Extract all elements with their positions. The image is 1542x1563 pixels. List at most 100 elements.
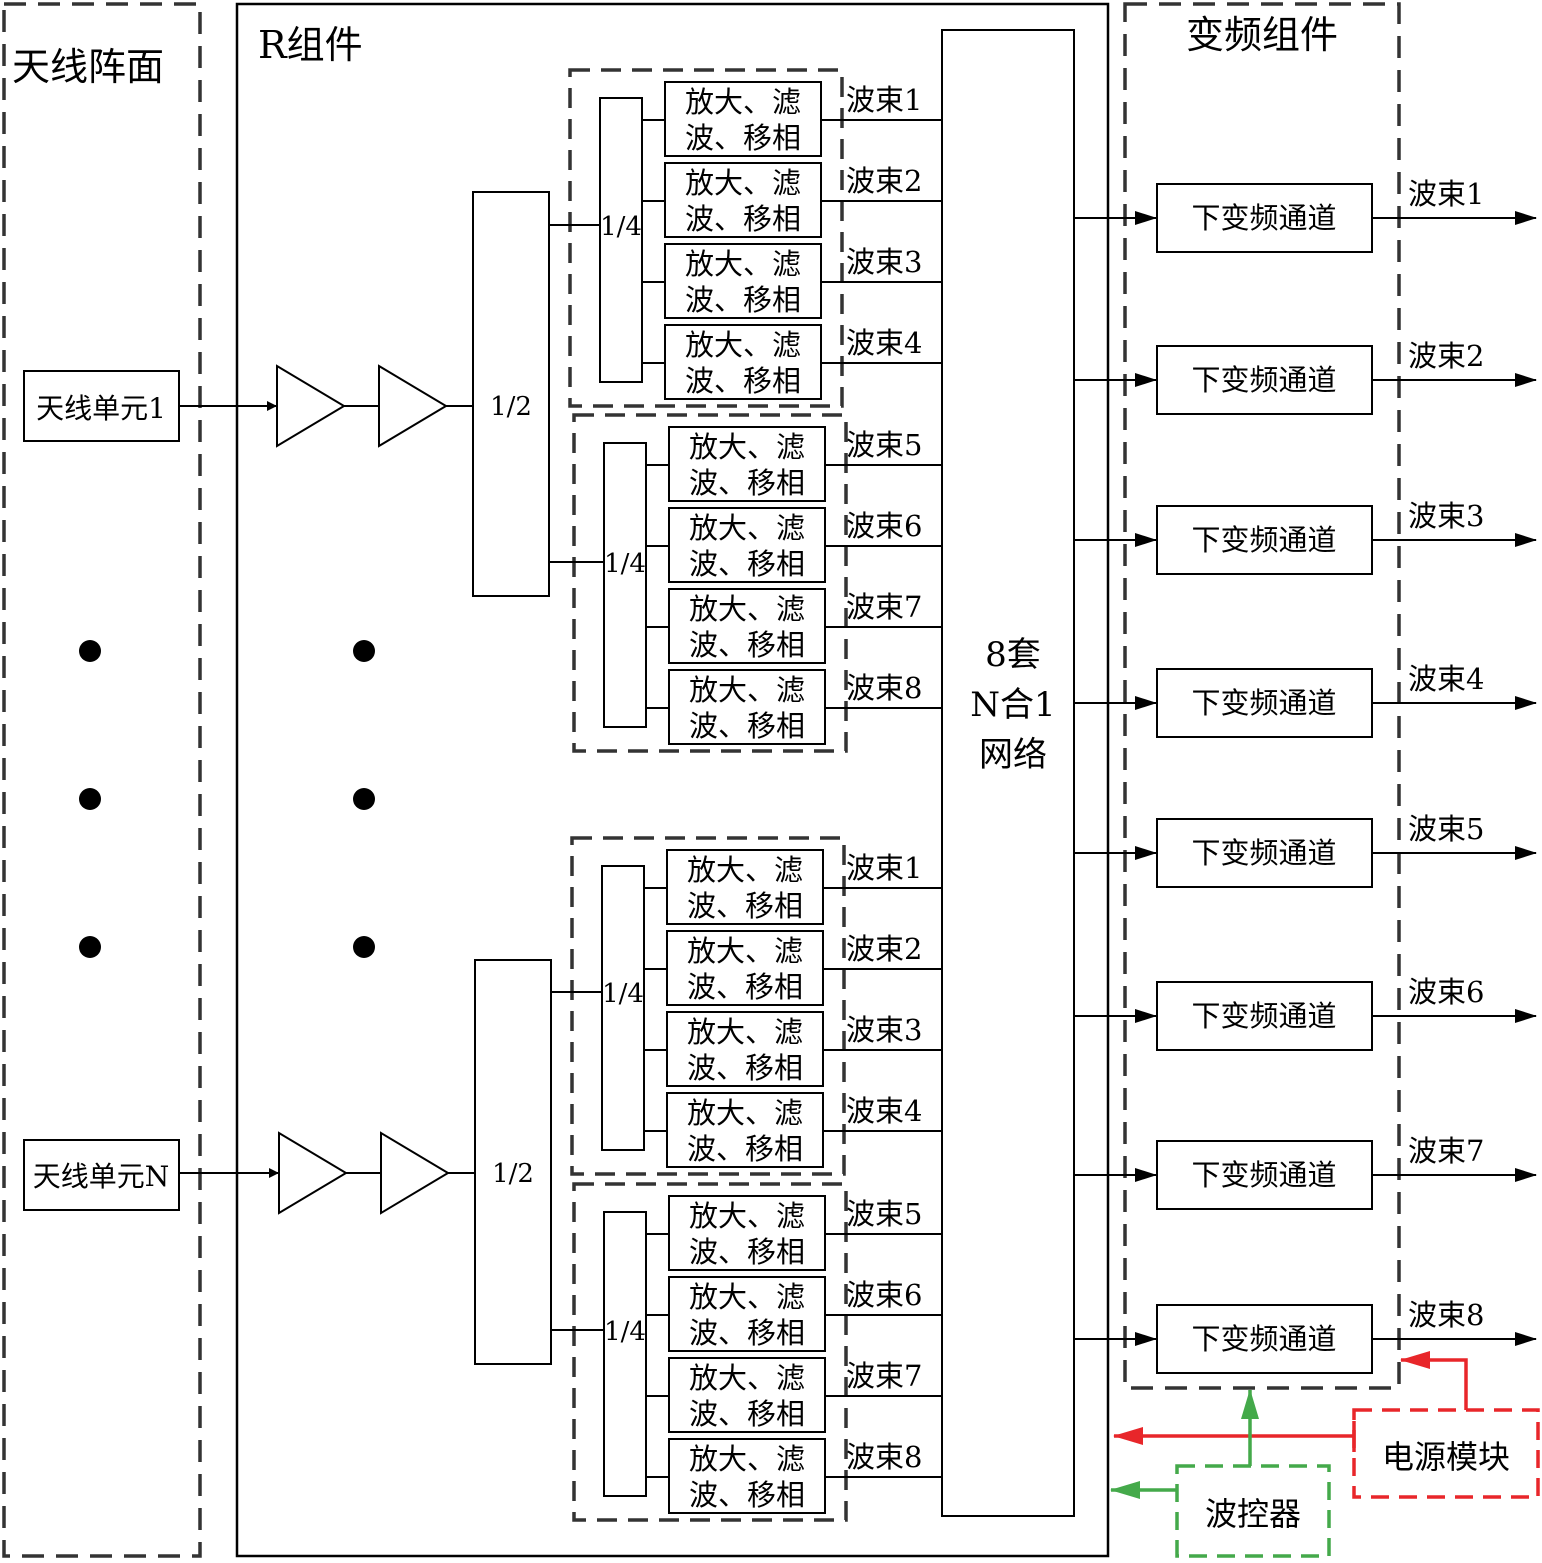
n-to-1-network-box: [941, 29, 1075, 1517]
amp-filter-phase-label-line1: 放大、滤: [689, 1199, 805, 1233]
amp-filter-phase-box: [664, 162, 822, 238]
internal-beam-label: 波束6: [846, 1278, 922, 1312]
internal-beam-label: 波束1: [846, 83, 922, 117]
amp-filter-phase-box: [668, 669, 826, 745]
splitter-quarter-label: 1/4: [602, 979, 644, 1009]
splitter-group-2: 1/4放大、滤波、移相波束5放大、滤波、移相波束6放大、滤波、移相波束7放大、滤…: [549, 413, 942, 753]
splitter-quarter-label: 1/4: [600, 212, 642, 242]
amp-filter-phase-box: [664, 81, 822, 157]
amp-filter-phase-label-line2: 波、移相: [689, 709, 805, 743]
amp-filter-phase-label-line1: 放大、滤: [689, 673, 805, 707]
amp-filter-phase-box: [668, 1357, 826, 1433]
amp-filter-phase-label-line2: 波、移相: [687, 970, 803, 1004]
amp-filter-phase-box: [666, 1011, 824, 1087]
amp-filter-phase-label-line2: 波、移相: [687, 1051, 803, 1085]
output-beam-label: 波束7: [1408, 1134, 1484, 1168]
network-label-line3: 网络: [979, 735, 1047, 775]
downconv-channel-label: 下变频通道: [1191, 1322, 1336, 1356]
splitter-quarter-label: 1/4: [604, 1317, 646, 1347]
internal-beam-label: 波束4: [846, 1094, 922, 1128]
amp-filter-phase-label-line2: 波、移相: [689, 1316, 805, 1350]
output-beam-label: 波束6: [1408, 975, 1484, 1009]
amp-filter-phase-label-line1: 放大、滤: [689, 430, 805, 464]
splitter-group-border: [568, 68, 844, 408]
network-label-line1: 8套: [985, 635, 1041, 675]
antenna-unit-n-box: [23, 1139, 180, 1211]
ellipsis-dot-icon: [353, 936, 375, 958]
output-beam-label: 波束1: [1408, 177, 1484, 211]
amp-filter-phase-label-line1: 放大、滤: [685, 166, 801, 200]
amp-filter-phase-label-line2: 波、移相: [689, 628, 805, 662]
ellipsis-dot-icon: [353, 788, 375, 810]
downconv-channel-label: 下变频通道: [1191, 999, 1336, 1033]
power-module-label: 电源模块: [1382, 1438, 1510, 1476]
output-beam-label: 波束8: [1408, 1298, 1484, 1332]
downconv-channel-label: 下变频通道: [1191, 523, 1336, 557]
amp-filter-phase-label-line2: 波、移相: [689, 547, 805, 581]
splitter-quarter-box: [601, 865, 645, 1151]
amplifier-triangle-icon: [278, 1131, 348, 1215]
antenna-array-border: [2, 2, 202, 1558]
downconv-channel-label: 下变频通道: [1191, 836, 1336, 870]
amp-filter-phase-label-line1: 放大、滤: [689, 1361, 805, 1395]
downconv-channel-box: [1156, 1140, 1373, 1210]
amp-filter-phase-label-line1: 放大、滤: [689, 1280, 805, 1314]
amplifier-triangle-icon: [380, 1131, 450, 1215]
ellipsis-dot-icon: [79, 640, 101, 662]
amp-filter-phase-label-line2: 波、移相: [685, 202, 801, 236]
network-label-line2: N合1: [970, 685, 1055, 725]
amp-filter-phase-label-line1: 放大、滤: [687, 934, 803, 968]
splitter-group-1: 1/4放大、滤波、移相波束1放大、滤波、移相波束2放大、滤波、移相波束3放大、滤…: [549, 68, 942, 408]
internal-beam-label: 波束6: [846, 509, 922, 543]
beam-controller-label: 波控器: [1205, 1495, 1301, 1533]
amp-filter-phase-box: [668, 507, 826, 583]
antenna-array-group: 天线阵面 天线单元1 天线单元N: [2, 2, 202, 1558]
amp-filter-phase-label-line1: 放大、滤: [687, 853, 803, 887]
amp-filter-phase-label-line2: 波、移相: [689, 1478, 805, 1512]
r-module-border: [235, 2, 1110, 1558]
amplifier-triangle-icon: [378, 364, 448, 448]
internal-beam-label: 波束8: [846, 671, 922, 705]
internal-beam-label: 波束7: [846, 590, 922, 624]
amp-filter-phase-label-line1: 放大、滤: [687, 1096, 803, 1130]
amp-filter-phase-label-line2: 波、移相: [685, 364, 801, 398]
splitter-half-box: [472, 191, 550, 597]
r-module-title: R组件: [258, 23, 363, 67]
downconv-channel-box: [1156, 345, 1373, 415]
amp-filter-phase-box: [666, 930, 824, 1006]
internal-beam-label: 波束5: [846, 428, 922, 462]
splitter-groups: 1/4放大、滤波、移相波束1放大、滤波、移相波束2放大、滤波、移相波束3放大、滤…: [549, 68, 942, 1522]
amp-filter-phase-label-line1: 放大、滤: [685, 247, 801, 281]
internal-beam-label: 波束5: [846, 1197, 922, 1231]
amplifier-triangle-icon: [276, 364, 346, 448]
amp-filter-phase-label-line1: 放大、滤: [689, 592, 805, 626]
conversion-module-border: [1123, 2, 1401, 1390]
amp-filter-phase-label-line1: 放大、滤: [685, 328, 801, 362]
amp-filter-phase-box: [668, 588, 826, 664]
output-beam-label: 波束3: [1408, 499, 1484, 533]
amp-filter-phase-label-line2: 波、移相: [685, 121, 801, 155]
amp-filter-phase-label-line2: 波、移相: [689, 1235, 805, 1269]
internal-beam-label: 波束2: [846, 932, 922, 966]
downconv-channel-row-6: 下变频通道 波束6: [1074, 975, 1537, 1051]
amp-filter-phase-box: [668, 1195, 826, 1271]
amp-filter-phase-label-line2: 波、移相: [689, 466, 805, 500]
amp-filter-phase-box: [664, 243, 822, 319]
amp-filter-phase-box: [666, 849, 824, 925]
internal-beam-label: 波束8: [846, 1440, 922, 1474]
amp-filter-phase-label-line2: 波、移相: [689, 1397, 805, 1431]
conversion-module-group: 变频组件 下变频通道波束1下变频通道波束2下变频通道波束3下变频通道波束4下变频…: [1074, 2, 1537, 1390]
amp-filter-phase-label-line1: 放大、滤: [689, 511, 805, 545]
beam-controller-box: [1175, 1464, 1331, 1558]
ellipsis-dot-icon: [79, 936, 101, 958]
antenna-array-title: 天线阵面: [12, 45, 164, 89]
r-module-group: R组件 1/2 1/2 1/4放大、滤波、移相波束1放大、滤波、移相波束2放大、…: [179, 2, 1110, 1558]
internal-beam-label: 波束1: [846, 851, 922, 885]
splitter-quarter-box: [599, 97, 643, 383]
